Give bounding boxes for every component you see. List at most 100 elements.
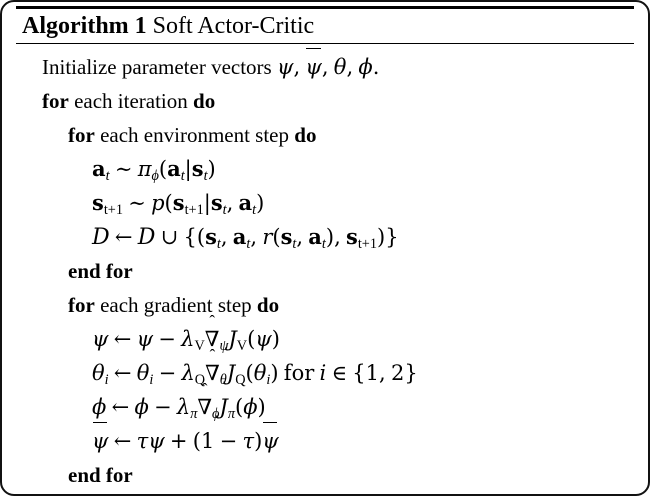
symbol-state-next-2: s xyxy=(172,190,185,215)
algorithm-line-initialize: Initialize parameter vectors ψ, ψ, θ, ϕ. xyxy=(16,48,634,84)
operator-minus-3: − xyxy=(154,395,172,419)
operator-minus-2: − xyxy=(158,361,177,385)
algorithm-line-end-for-grad: end for xyxy=(16,458,634,492)
symbol-phi: ϕ xyxy=(358,55,373,79)
symbol-state-3: s xyxy=(205,224,217,249)
text-each-iteration: each iteration xyxy=(74,89,188,113)
symbol-index-i: i xyxy=(319,361,327,385)
symbol-action-2: a xyxy=(167,156,181,181)
symbol-theta-2: θ xyxy=(136,361,150,385)
comma-8: , xyxy=(334,225,341,249)
period-1: . xyxy=(372,55,380,79)
symbol-nabla-1: ∇ xyxy=(204,327,220,351)
subscript-t-9: t xyxy=(321,235,326,252)
algorithm-title: Algorithm 1 Soft Actor-Critic xyxy=(16,9,634,43)
keyword-end-for-env: end for xyxy=(68,259,133,283)
symbol-transition-p: p xyxy=(151,191,165,215)
subscript-i-2: i xyxy=(149,371,154,388)
symbol-state-2: s xyxy=(210,190,223,215)
symbol-lambda-v: λ xyxy=(181,327,195,351)
value-two: 2 xyxy=(390,361,405,385)
algorithm-line-sample-state: st+1 ∼ p(st+1|st, at) xyxy=(92,190,265,218)
operator-sim-2: ∼ xyxy=(128,191,146,215)
text-each-gradient-step: each gradient step xyxy=(100,293,252,317)
algorithm-title-keyword: Algorithm xyxy=(22,13,129,39)
symbol-state-next: s xyxy=(92,190,104,215)
algorithm-line-for-iteration: for each iteration do xyxy=(16,84,634,118)
algorithm-box: Algorithm 1 Soft Actor-Critic Initialize… xyxy=(16,6,634,494)
subscript-Q-2: Q xyxy=(235,371,246,388)
symbol-state-1: s xyxy=(191,156,204,181)
symbol-psi-bar-1: ψ xyxy=(92,422,108,458)
symbol-psi-4: ψ xyxy=(148,429,165,453)
subscript-t-plus-1-b: t+1 xyxy=(184,201,204,218)
comma-7: , xyxy=(296,225,304,249)
symbol-psi: ψ xyxy=(276,55,294,79)
comma-5: , xyxy=(220,225,228,249)
symbol-theta-3: θ xyxy=(253,361,267,385)
value-one-2: 1 xyxy=(200,429,215,453)
keyword-for-grad: for xyxy=(68,293,95,317)
subscript-V-2: V xyxy=(236,337,248,354)
subscript-V-1: V xyxy=(194,337,205,354)
symbol-action-3: a xyxy=(238,190,253,215)
operator-minus-4: − xyxy=(219,429,238,453)
symbol-dataset-1: D xyxy=(92,225,110,250)
comma-3: , xyxy=(346,55,354,79)
algorithm-title-rule xyxy=(16,43,634,44)
keyword-for-iteration: for xyxy=(42,89,69,113)
symbol-tau-2: τ xyxy=(242,429,255,453)
subscript-i-3: i xyxy=(266,371,271,388)
symbol-dataset-2: D xyxy=(137,225,156,250)
value-one: 1 xyxy=(365,361,380,385)
algorithm-line-for-env-step: for each environment step do xyxy=(16,118,634,152)
symbol-nabla-3: ∇ xyxy=(197,395,213,419)
subscript-pi-2: π xyxy=(227,405,235,422)
subscript-theta-i: θ xyxy=(219,371,227,388)
keyword-do-env: do xyxy=(294,123,317,147)
keyword-end-for-grad: end for xyxy=(68,463,133,487)
symbol-theta-1: θ xyxy=(92,361,105,385)
operator-mid-2: | xyxy=(203,191,211,215)
symbol-lambda-q: λ xyxy=(181,361,195,385)
symbol-state-next-3: s xyxy=(346,224,358,249)
subscript-t-6: t xyxy=(216,235,221,252)
subscript-t-3: t xyxy=(203,167,208,184)
symbol-action: a xyxy=(92,156,106,181)
operator-plus-1: + xyxy=(169,429,188,453)
symbol-psi-bar: ψ xyxy=(305,48,322,84)
operator-arrow-2: ← xyxy=(113,327,132,351)
hat-accent-2: ˆ xyxy=(209,345,216,365)
subscript-t-plus-1-c: t+1 xyxy=(357,235,377,252)
symbol-tau-1: τ xyxy=(136,429,149,453)
subscript-t-8: t xyxy=(292,235,297,252)
subscript-Q-1: Q xyxy=(194,371,206,388)
hat-accent-3: ˆ xyxy=(201,379,208,399)
operator-arrow-3: ← xyxy=(113,361,132,385)
subscript-t-1: t xyxy=(105,167,110,184)
symbol-phi-3: ϕ xyxy=(243,395,258,419)
subscript-pi-1: π xyxy=(190,405,198,422)
symbol-policy-pi: π xyxy=(137,157,152,181)
algorithm-title-name: Soft Actor-Critic xyxy=(152,13,315,39)
symbol-theta: θ xyxy=(333,55,347,79)
operator-arrow-5: ← xyxy=(113,429,132,453)
operator-arrow-4: ← xyxy=(111,395,130,419)
symbol-reward: r xyxy=(262,225,273,249)
operator-minus-1: − xyxy=(158,327,176,351)
comma-6: , xyxy=(250,225,258,249)
text-each-environment-step: each environment step xyxy=(100,123,290,147)
comma-4: , xyxy=(226,191,234,215)
symbol-psi-1: ψ xyxy=(92,327,109,351)
symbol-J-3: J xyxy=(219,395,228,419)
subscript-t-2: t xyxy=(180,167,185,184)
algorithm-line-for-grad-step: for each gradient step do xyxy=(16,288,634,322)
subscript-phi-1: ϕ xyxy=(151,167,159,184)
comma-9: , xyxy=(379,361,386,385)
symbol-nabla-2: ∇ xyxy=(205,361,220,385)
algorithm-line-end-for-env: end for xyxy=(16,254,634,288)
